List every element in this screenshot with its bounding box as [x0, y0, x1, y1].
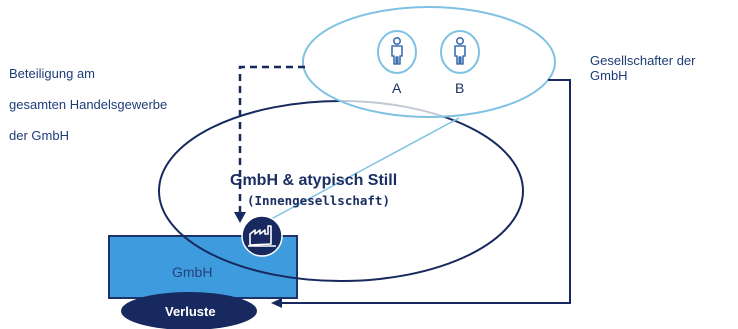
partner-b-label: B: [455, 80, 465, 96]
connector-line: [261, 117, 460, 225]
losses-label: Verluste: [165, 304, 216, 319]
factory-icon: [241, 215, 283, 257]
shareholders-label-line-1: Gesellschafter der: [590, 53, 696, 68]
gmbh-box-label: GmbH: [172, 264, 213, 280]
center-subtitle: (Innengesellschaft): [247, 193, 390, 208]
participation-label-line-1: Beteiligung am: [9, 66, 95, 81]
partners-ellipse: [302, 6, 556, 118]
person-icon-b: [440, 30, 480, 74]
participation-label-line-2: gesamten Handelsgewerbe: [9, 97, 168, 112]
shareholders-label-line-2: GmbH: [590, 68, 628, 83]
loss-arrow: [280, 79, 571, 304]
dashed-arrow-head: [234, 212, 246, 223]
participation-label: Beteiligung am gesamten Handelsgewerbe d…: [9, 60, 167, 149]
center-title: GmbH & atypisch Still: [230, 172, 398, 189]
losses-ellipse: [121, 292, 257, 329]
loss-arrow-head: [271, 298, 282, 308]
partner-a-label: A: [392, 80, 402, 96]
participation-label-line-3: der GmbH: [9, 128, 69, 143]
shareholders-label: Gesellschafter der GmbH: [590, 53, 696, 83]
dashed-participation-arrow: [238, 65, 305, 214]
person-icon-a: [377, 30, 417, 74]
